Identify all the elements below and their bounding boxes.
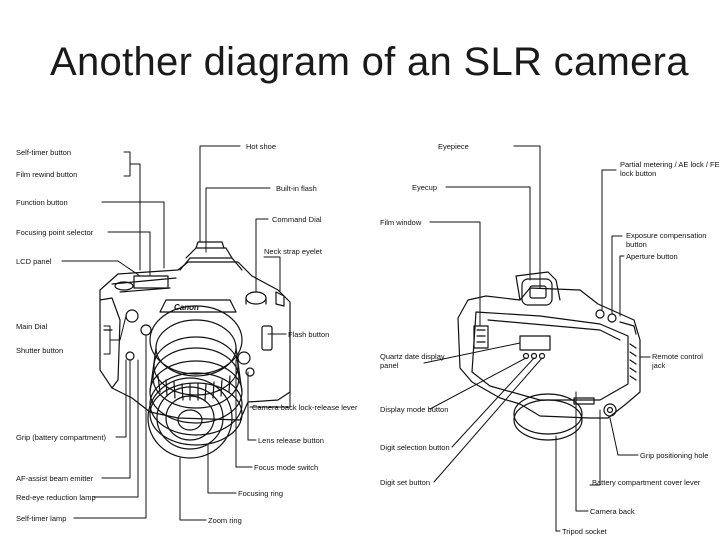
back-leader-lines	[424, 146, 650, 531]
label-built-in-flash: Built-in flash	[276, 184, 317, 193]
label-focusing-point-selector: Focusing point selector	[16, 228, 94, 237]
label-film-window: Film window	[380, 218, 422, 227]
label-partial-metering: Partial metering / AE lock / FE lock but…	[620, 160, 720, 178]
label-lcd-panel: LCD panel	[16, 257, 52, 266]
label-eyecup: Eyecup	[412, 183, 438, 192]
label-camera-back: Camera back	[590, 507, 635, 516]
canon-logo: Canon	[174, 303, 199, 312]
label-zoom-ring: Zoom ring	[208, 516, 242, 525]
label-focusing-ring: Focusing ring	[238, 489, 284, 498]
front-leader-lines	[62, 146, 290, 520]
label-command-dial: Command Dial	[272, 215, 322, 224]
label-film-rewind-button: Film rewind button	[16, 170, 78, 179]
label-af-assist: AF-assist beam emitter	[16, 474, 94, 483]
front-camera-drawing	[100, 242, 290, 458]
label-self-timer-button: Self-timer button	[16, 148, 72, 157]
label-hot-shoe: Hot shoe	[246, 142, 277, 151]
label-lens-release: Lens release button	[258, 436, 324, 445]
label-self-timer-lamp: Self-timer lamp	[16, 514, 67, 523]
label-eyepiece: Eyepiece	[438, 142, 469, 151]
label-battery-cover: Battery compartment cover lever	[592, 478, 701, 487]
label-grip-hole: Grip positioning hole	[640, 451, 709, 460]
label-aperture: Aperture button	[626, 252, 678, 261]
back-camera-drawing	[458, 272, 640, 440]
label-exposure-comp: Exposure compensation button	[626, 231, 707, 249]
page-title: Another diagram of an SLR camera	[50, 40, 689, 84]
label-digit-selection: Digit selection button	[380, 443, 450, 452]
label-shutter-button: Shutter button	[16, 346, 64, 355]
label-main-dial: Main Dial	[16, 322, 48, 331]
label-red-eye: Red-eye reduction lamp	[16, 493, 96, 502]
label-function-button: Function button	[16, 198, 68, 207]
label-grip: Grip (battery compartment)	[16, 433, 107, 442]
label-focus-mode: Focus mode switch	[254, 463, 319, 472]
label-neck-strap: Neck strap eyelet	[264, 247, 322, 256]
label-digit-set: Digit set button	[380, 478, 431, 487]
label-remote-jack: Remote control jack	[652, 352, 703, 370]
label-quartz-date: Quartz date display panel	[380, 352, 445, 370]
label-tripod-socket: Tripod socket	[562, 527, 607, 536]
label-flash-button: Flash button	[288, 330, 330, 339]
label-display-mode: Display mode button	[380, 405, 449, 414]
label-back-lock: Camera back lock-release lever	[252, 403, 358, 412]
